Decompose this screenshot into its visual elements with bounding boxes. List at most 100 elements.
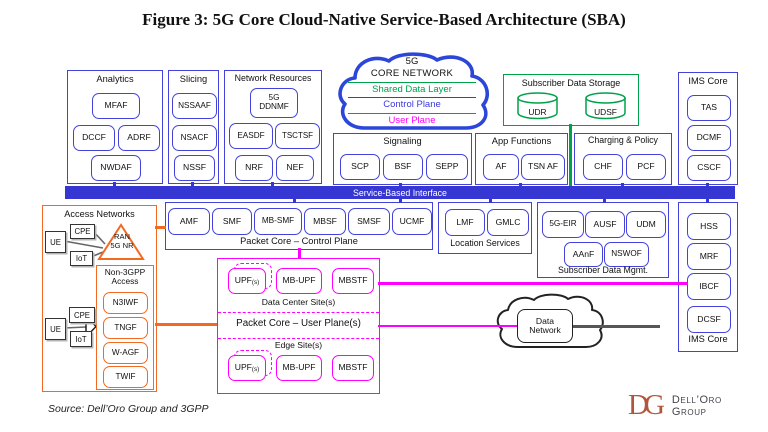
connector-pcc-pcu-magenta [298, 248, 301, 258]
cloud-rows: 5G CORE NETWORK Shared Data Layer Contro… [348, 56, 476, 130]
nf-udr: UDR [528, 107, 547, 117]
subscriber-data-mgmt-label: Subscriber Data Mgmt. [558, 265, 648, 275]
cpe-box-2: CPE [69, 307, 95, 323]
edge-sites-label: Edge Site(s) [274, 340, 323, 350]
nf-amf: AMF [168, 208, 210, 235]
charging-policy-group: Charging & Policy CHF PCF [574, 133, 672, 185]
packet-core-user-plane-group: UPF(s) MB-UPF MBSTF Data Center Site(s) … [217, 258, 380, 394]
db-cylinder-icon [517, 92, 558, 120]
connector-pcu-ibcf-magenta [378, 282, 688, 285]
nf-smsf: SMSF [348, 208, 390, 235]
upf-sub-label: (s) [251, 365, 260, 373]
data-network-box: Data Network [517, 309, 573, 343]
nf-nssf: NSSF [174, 155, 215, 181]
subscriber-data-mgmt-group: 5G-EIR AUSF UDM AAnF NSWOF Subscriber Da… [537, 202, 669, 278]
nf-udm: UDM [626, 211, 666, 238]
analytics-group: Analytics MFAF DCCF ADRF NWDAF [67, 70, 163, 184]
upf-sub-label: (s) [251, 278, 260, 286]
user-plane-divider [348, 112, 476, 114]
app-functions-group: App Functions AF TSN AF [475, 133, 568, 185]
connector-pcu-datanetwork-magenta [378, 324, 518, 327]
dashed-divider-bottom [218, 338, 379, 339]
control-plane-label: Control Plane [383, 99, 441, 110]
slicing-group: Slicing NSSAAF NSACF NSSF [168, 70, 219, 184]
subscriber-data-storage-group: Subscriber Data Storage UDR UDSF [503, 74, 639, 126]
nf-5g-ddnmf: 5G DDNMF [250, 88, 298, 118]
delloro-wordmark: Dell’Oro Group [672, 394, 722, 418]
connector-sbi-sdm [603, 199, 606, 203]
nf-mbstf-dc: MBSTF [332, 268, 374, 294]
nf-tas: TAS [687, 95, 731, 121]
ims-core-top-group: IMS Core TAS DCMF CSCF [678, 72, 738, 185]
shared-layer-divider [348, 81, 476, 83]
nf-mb-upf-dc: MB-UPF [276, 268, 322, 294]
nf-ibcf: IBCF [687, 273, 731, 300]
connector-sds-sbi-green [569, 124, 572, 186]
ran-5g-nr-label: RAN 5G NR [110, 232, 134, 250]
connector-sbi-pcc-right [399, 199, 402, 203]
nf-tsctsf: TSCTSF [275, 123, 320, 149]
delloro-name-bottom: Group [671, 405, 707, 418]
nf-ausf: AUSF [585, 211, 625, 238]
ims-core-bottom-group: HSS MRF IBCF DCSF IMS Core [678, 202, 738, 352]
nf-mfaf: MFAF [92, 93, 140, 119]
nf-bsf: BSF [383, 154, 423, 180]
iot-box-2: IoT [70, 331, 92, 347]
nf-mbstf-edge: MBSTF [332, 355, 374, 381]
udsf-database: UDSF [584, 91, 627, 121]
connector-appfunc-sbi [519, 183, 522, 187]
delloro-name-top: Dell’Oro [671, 393, 722, 406]
packet-core-control-plane-label: Packet Core – Control Plane [240, 236, 358, 246]
nf-mb-upf-edge: MB-UPF [276, 355, 322, 381]
control-plane-divider [348, 97, 476, 98]
connector-signaling-sbi [399, 183, 402, 187]
nf-smf: SMF [212, 208, 252, 235]
nf-upf-edge: UPF(s) [228, 355, 266, 381]
packet-core-user-plane-label: Packet Core – User Plane(s) [236, 318, 361, 329]
nf-upf-dc: UPF(s) [228, 268, 266, 294]
nf-n3iwf: N3IWF [103, 292, 148, 314]
packet-core-control-plane-group: AMF SMF MB-SMF MBSF SMSF UCMF Packet Cor… [165, 202, 433, 250]
nf-nrf: NRF [235, 155, 273, 181]
nf-scp: SCP [340, 154, 380, 180]
cloud-shape-icon [338, 52, 489, 130]
charging-policy-label: Charging & Policy [588, 135, 658, 145]
nf-chf: CHF [583, 154, 623, 180]
nf-5g-eir: 5G-EIR [542, 211, 584, 238]
nf-sepp: SEPP [426, 154, 468, 180]
connector-slicing-sbi [191, 182, 194, 187]
nf-nef: NEF [276, 155, 314, 181]
nf-aanf: AAnF [564, 242, 603, 267]
nf-pcf: PCF [626, 154, 666, 180]
nf-udsf: UDSF [594, 107, 617, 117]
ran-triangle-icon [97, 223, 145, 260]
access-networks-label: Access Networks [64, 209, 135, 219]
shared-data-layer-label: Shared Data Layer [372, 83, 452, 95]
nf-tsn-af: TSN AF [521, 154, 565, 180]
connector-netres-sbi [271, 182, 274, 187]
nf-nwdaf: NWDAF [91, 155, 141, 181]
slicing-label: Slicing [179, 74, 208, 84]
ims-core-top-label: IMS Core [688, 76, 728, 86]
nf-hss: HSS [687, 213, 731, 240]
connector-sbi-imsbottom [706, 199, 709, 203]
connector-analytics-sbi [113, 182, 116, 187]
upf-label: UPF [234, 275, 252, 286]
signaling-label: Signaling [383, 136, 422, 146]
subscriber-data-storage-label: Subscriber Data Storage [521, 78, 621, 88]
network-resources-label: Network Resources [234, 73, 312, 83]
figure-title: Figure 3: 5G Core Cloud-Native Service-B… [142, 10, 626, 29]
delloro-monogram-icon: DG [628, 389, 665, 421]
iot-box-1: IoT [70, 251, 93, 266]
cpe-box-1: CPE [70, 224, 95, 239]
nf-nsacf: NSACF [172, 125, 217, 151]
nf-gmlc: GMLC [487, 209, 529, 236]
nf-cscf: CSCF [687, 155, 731, 181]
nf-easdf: EASDF [229, 123, 273, 149]
nf-nswof: NSWOF [604, 242, 649, 267]
non-3gpp-access-group: Non-3GPP Access N3IWF TNGF W-AGF TWIF [96, 265, 154, 390]
app-functions-label: App Functions [491, 136, 552, 146]
data-center-sites-label: Data Center Site(s) [261, 297, 336, 307]
nf-lmf: LMF [445, 209, 485, 236]
